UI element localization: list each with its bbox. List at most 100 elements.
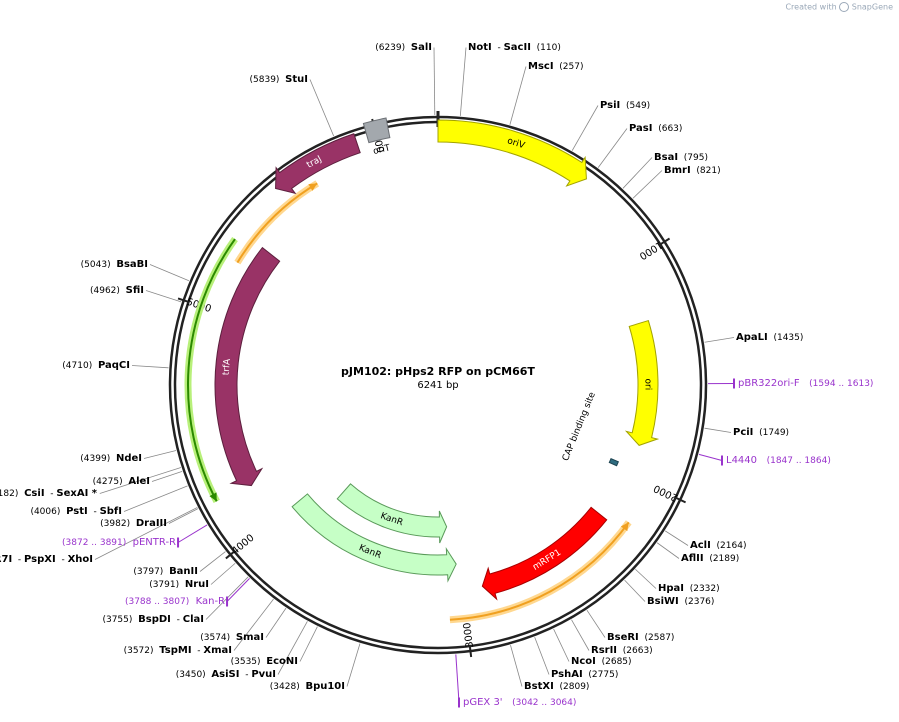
site-name: PvuI (251, 669, 276, 680)
feature-label: trfA (222, 358, 233, 376)
restriction-site-bstxi[interactable]: BstXI (2809) (524, 681, 589, 692)
site-label: (3791) NruI (149, 579, 209, 590)
primer-pbr322ori-f[interactable]: pBR322ori-F (1594 .. 1613) (738, 378, 873, 389)
site-position: - (56, 555, 68, 565)
restriction-site-aflii[interactable]: AflII (2189) (681, 553, 739, 564)
site-name: XhoI (68, 554, 93, 565)
restriction-site-paer7i[interactable]: (3846) PaeR7I - PspXI - XhoI (0, 554, 93, 565)
restriction-site-pshai[interactable]: PshAI (2775) (551, 669, 618, 680)
restriction-site-pcii[interactable]: PciI (1749) (733, 427, 789, 438)
restriction-site-psii[interactable]: PsiI (549) (600, 100, 650, 111)
site-leader-line (94, 507, 198, 560)
restriction-site-asisi[interactable]: (3450) AsiSI - PvuI (176, 669, 276, 680)
feature-traj[interactable] (275, 133, 361, 195)
site-leader-line (534, 636, 550, 675)
restriction-site-bsai[interactable]: BsaI (795) (654, 152, 708, 163)
primer-range: (3788 .. 3807) (125, 597, 189, 607)
site-position: - (45, 489, 57, 499)
site-leader-line (299, 626, 318, 662)
restriction-site-bsabi[interactable]: (5043) BsaBI (81, 259, 148, 270)
restriction-site-apali[interactable]: ApaLI (1435) (736, 332, 803, 343)
site-leader-line (277, 621, 308, 675)
restriction-site-stui[interactable]: (5839) StuI (250, 74, 309, 85)
restriction-site-psti[interactable]: (4006) PstI - SbfI (30, 506, 122, 517)
primer-leader-line (698, 453, 723, 461)
primer-pentr-r[interactable]: (3872 .. 3891) pENTR-R (62, 537, 176, 548)
restriction-site-ndei[interactable]: (4399) NdeI (80, 453, 142, 464)
restriction-site-sali[interactable]: (6239) SalI (375, 42, 432, 53)
feature-mrfp1[interactable] (481, 506, 608, 601)
feature-kanr[interactable] (291, 493, 457, 583)
primer-arc (236, 182, 318, 264)
primer-range: (3042 .. 3064) (512, 698, 576, 708)
feature-oriv[interactable] (437, 119, 587, 187)
primer-pgex-3-[interactable]: pGEX 3' (3042 .. 3064) (463, 697, 576, 708)
site-name: XmaI (203, 645, 232, 656)
site-label: (3982) DraIII (100, 518, 167, 529)
site-leader-lines (94, 47, 735, 687)
restriction-site-tspmi[interactable]: (3572) TspMI - XmaI (124, 645, 232, 656)
site-leader-line (459, 47, 467, 116)
site-position: (2332) (684, 584, 720, 594)
site-label: PciI (1749) (733, 427, 789, 438)
feature-orit[interactable] (362, 117, 391, 144)
restriction-site-msci[interactable]: MscI (257) (528, 61, 584, 72)
restriction-site-bsiwi[interactable]: BsiWI (2376) (647, 596, 714, 607)
site-leader-line (149, 264, 190, 282)
restriction-site-paqci[interactable]: (4710) PaqCI (62, 360, 130, 371)
site-name: PshAI (551, 669, 583, 680)
site-label: (4399) NdeI (80, 453, 142, 464)
feature-label: oriT (372, 143, 392, 157)
site-position: (3428) (270, 682, 300, 692)
site-label: AclI (2164) (690, 540, 746, 551)
feature-kanr[interactable] (336, 483, 448, 544)
restriction-site-econi[interactable]: (3535) EcoNI (231, 656, 298, 667)
restriction-site-ncoi[interactable]: NcoI (2685) (571, 656, 632, 667)
restriction-site-nrui[interactable]: (3791) NruI (149, 579, 209, 590)
site-label: (3450) AsiSI - PvuI (176, 669, 276, 680)
site-position: - (239, 670, 251, 680)
site-leader-line (510, 644, 523, 687)
restriction-site-sfii[interactable]: (4962) SfiI (90, 285, 144, 296)
restriction-site-draiii[interactable]: (3982) DraIII (100, 518, 167, 529)
site-leader-line (309, 79, 335, 137)
primer-kan-r[interactable]: (3788 .. 3807) Kan-R (125, 596, 225, 607)
restriction-site-hpai[interactable]: HpaI (2332) (658, 583, 720, 594)
restriction-site-alei[interactable]: (4275) AleI (93, 476, 150, 487)
site-name: EcoNI (266, 656, 298, 667)
site-leader-line (635, 568, 657, 589)
primer-arc-head (209, 492, 217, 502)
site-position: (4962) (90, 286, 120, 296)
feature-trfa[interactable] (214, 246, 281, 487)
site-label: (4182) CsiI - SexAI * (0, 488, 98, 499)
site-name: BmrI (664, 165, 691, 176)
restriction-site-banii[interactable]: (3797) BanII (133, 566, 198, 577)
restriction-site-bmri[interactable]: BmrI (821) (664, 165, 721, 176)
restriction-site-bseri[interactable]: BseRI (2587) (607, 632, 674, 643)
credit-brand: SnapGene (851, 2, 893, 12)
feature-ori[interactable] (624, 319, 660, 446)
primer-label: (3872 .. 3891) pENTR-R (62, 537, 176, 548)
restriction-site-rsrii[interactable]: RsrII (2663) (591, 645, 653, 656)
restriction-site-noti[interactable]: NotI - SacII (110) (468, 42, 561, 53)
site-position: (3797) (133, 567, 163, 577)
site-position: - (192, 646, 204, 656)
restriction-site-bspdi[interactable]: (3755) BspDI - ClaI (102, 614, 204, 625)
primer-l4440[interactable]: L4440 (1847 .. 1864) (726, 455, 831, 466)
tick-label: 3000 (462, 622, 476, 649)
site-leader-line (145, 290, 182, 303)
restriction-site-pasi[interactable]: PasI (663) (629, 123, 682, 134)
site-leader-line (210, 562, 236, 585)
site-position: - (492, 43, 504, 53)
feature-cap-binding-site[interactable] (608, 457, 619, 467)
site-label: (4710) PaqCI (62, 360, 130, 371)
site-name: MscI (528, 61, 554, 72)
site-label: (3574) SmaI (200, 632, 264, 643)
site-name: BspDI (138, 614, 171, 625)
restriction-site-csii[interactable]: (4182) CsiI - SexAI * (0, 488, 98, 499)
site-leader-line (704, 427, 732, 433)
restriction-site-smai[interactable]: (3574) SmaI (200, 632, 264, 643)
site-position: (4182) (0, 489, 18, 499)
restriction-site-bpu10i[interactable]: (3428) Bpu10I (270, 681, 345, 692)
restriction-site-acli[interactable]: AclI (2164) (690, 540, 746, 551)
